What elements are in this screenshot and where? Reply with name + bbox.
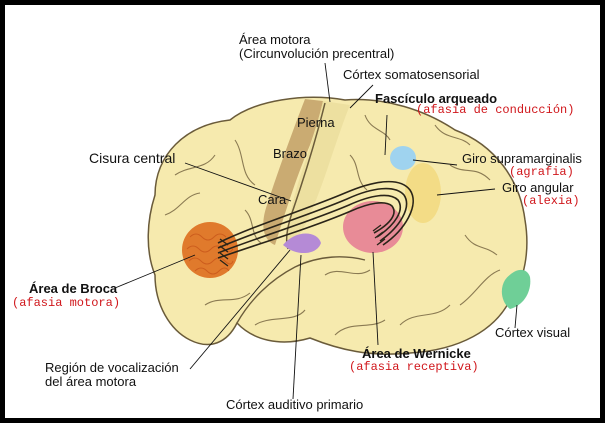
label-brazo: Brazo [273,146,307,161]
label-cortex-visual: Córtex visual [495,325,570,340]
label-del-area-motora: del área motora [45,374,136,389]
label-cortex-auditivo: Córtex auditivo primario [226,397,363,412]
label-giro-angular: Giro angular [502,180,574,195]
label-cara: Cara [258,192,286,207]
label-afasia-motora: (afasia motora) [12,296,120,310]
label-afasia-receptiva: (afasia receptiva) [349,360,479,374]
diagram-frame: Área motora (Circunvolución precentral) … [5,5,600,418]
label-cortex-somatosensorial: Córtex somatosensorial [343,67,480,82]
label-area-wernicke: Área de Wernicke [362,346,471,361]
label-area-broca: Área de Broca [29,281,117,296]
label-afasia-conduccion: (afasia de conducción) [416,103,574,117]
brain-illustration [5,5,600,418]
label-pierna: Pierna [297,115,335,130]
label-cisura-central: Cisura central [89,151,175,166]
label-circunvolucion-precentral: (Circunvolución precentral) [239,46,394,61]
label-agrafia: (agrafia) [509,165,574,179]
label-giro-supramarginalis: Giro supramarginalis [462,151,582,166]
label-alexia: (alexia) [522,194,580,208]
supramarginal-gyrus [390,146,416,170]
label-region-vocalizacion: Región de vocalización [45,360,179,375]
label-area-motora: Área motora [239,32,311,47]
